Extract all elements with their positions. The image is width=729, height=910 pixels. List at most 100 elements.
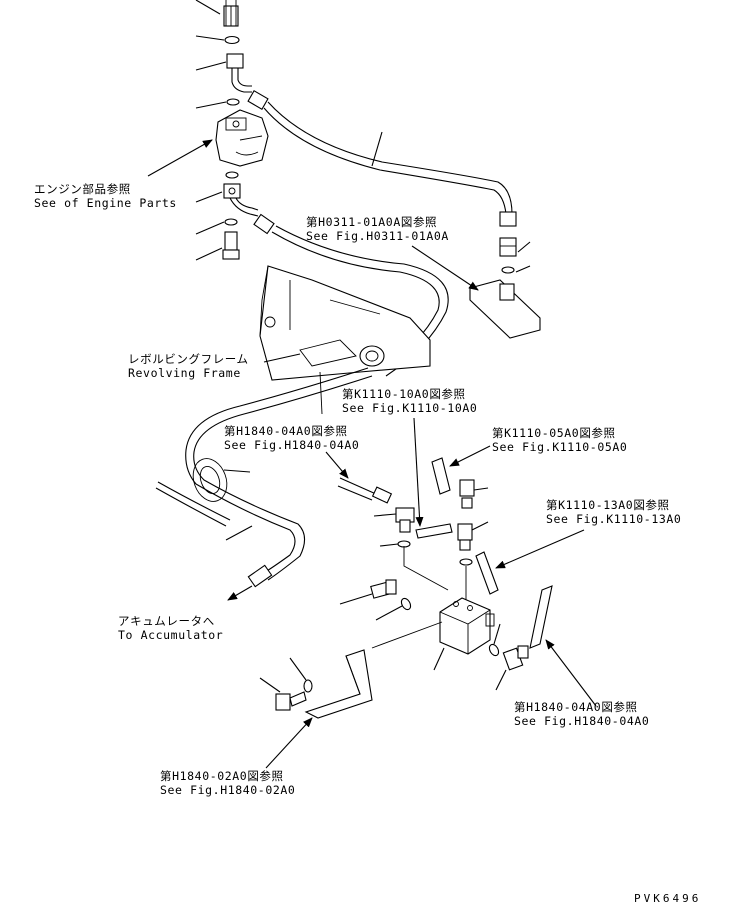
callout-h1840-04-upper: 第H1840-04A0図参照 See Fig.H1840-04A0 bbox=[224, 424, 359, 452]
long-hose-right bbox=[529, 585, 553, 649]
leader-tee-fitting bbox=[473, 487, 489, 491]
valve-block bbox=[439, 597, 495, 655]
accumulator-ja: アキュムレータへ bbox=[118, 614, 215, 628]
mounting-bolt bbox=[275, 691, 307, 711]
leader-washer-lower bbox=[289, 657, 307, 681]
leader-o-ring-side bbox=[375, 605, 403, 621]
leader-top-bolt bbox=[195, 0, 221, 15]
leader-o-ring-right bbox=[515, 265, 531, 273]
accumulator-hose bbox=[155, 367, 373, 588]
elbow-fitting-lower bbox=[223, 183, 259, 217]
bracket-link bbox=[371, 621, 443, 649]
k1110-05-ja: 第K1110-05A0図参照 bbox=[492, 426, 616, 440]
o-ring-1 bbox=[226, 98, 240, 106]
k1110-10-en: See Fig.K1110-10A0 bbox=[342, 401, 478, 415]
callout-revolving-frame: レボルビングフレーム Revolving Frame bbox=[128, 352, 249, 380]
engine-parts-en: See of Engine Parts bbox=[34, 196, 177, 210]
leader-accumulator bbox=[227, 585, 253, 601]
leader-k1110-10b bbox=[413, 417, 424, 527]
o-ring-right bbox=[501, 266, 515, 274]
leader-k1110-13 bbox=[495, 529, 585, 569]
leader-engine-parts bbox=[147, 139, 213, 177]
revolving-frame bbox=[259, 265, 431, 381]
tee-fitting bbox=[459, 479, 475, 509]
hose-segment-middle bbox=[337, 477, 393, 504]
h1840-04-upper-en: See Fig.H1840-04A0 bbox=[224, 438, 360, 452]
leader-h0311 bbox=[411, 245, 479, 291]
k1110-10-ja: 第K1110-10A0図参照 bbox=[342, 387, 466, 401]
o-ring-side bbox=[400, 597, 412, 611]
leader-valve-block bbox=[433, 647, 445, 671]
leader-elbow-connector bbox=[373, 513, 397, 517]
accumulator-en: To Accumulator bbox=[118, 628, 224, 642]
hose-fitting-small bbox=[475, 551, 499, 595]
leader-hose-mid bbox=[225, 525, 253, 541]
elbow-connector bbox=[395, 507, 415, 533]
h1840-04-upper-ja: 第H1840-04A0図参照 bbox=[224, 424, 348, 438]
mounting-bracket bbox=[304, 649, 373, 719]
leader-h1840-04-lower bbox=[545, 639, 597, 707]
short-tube bbox=[431, 457, 451, 495]
revolving-frame-en: Revolving Frame bbox=[128, 366, 241, 380]
callout-k1110-05: 第K1110-05A0図参照 See Fig.K1110-05A0 bbox=[492, 426, 627, 454]
h1840-02-ja: 第H1840-02A0図参照 bbox=[160, 769, 284, 783]
leader-o-ring-1 bbox=[195, 101, 227, 109]
callout-k1110-10: 第K1110-10A0図参照 See Fig.K1110-10A0 bbox=[342, 387, 477, 415]
leader-side-elbow bbox=[339, 593, 373, 605]
top-bolt bbox=[223, 0, 239, 27]
callout-engine-parts: エンジン部品参照 See of Engine Parts bbox=[34, 182, 177, 210]
callout-h0311: 第H0311-01A0A図参照 See Fig.H0311-01A0A bbox=[306, 215, 449, 243]
leader-washer-1 bbox=[195, 35, 225, 41]
h0311-ja: 第H0311-01A0A図参照 bbox=[306, 215, 438, 229]
engine-pump bbox=[215, 109, 269, 167]
leader-h1840-04-upper bbox=[325, 451, 349, 479]
h1840-02-en: See Fig.H1840-02A0 bbox=[160, 783, 296, 797]
side-elbow bbox=[370, 579, 397, 599]
k1110-13-ja: 第K1110-13A0図参照 bbox=[546, 498, 670, 512]
callout-k1110-13: 第K1110-13A0図参照 See Fig.K1110-13A0 bbox=[546, 498, 681, 526]
revolving-frame-ja: レボルビングフレーム bbox=[128, 352, 249, 366]
leader-lower-bolt bbox=[195, 247, 223, 261]
o-ring-side-right bbox=[488, 643, 500, 657]
leader-o-ring-mid bbox=[379, 543, 399, 547]
leader-revolving-frame bbox=[263, 353, 301, 363]
leader-upper-hose bbox=[371, 131, 383, 167]
bracket-right bbox=[469, 279, 541, 339]
pipe-to-valve bbox=[403, 546, 449, 591]
washer-lower bbox=[303, 679, 313, 693]
elbow-fitting-upper bbox=[226, 53, 252, 93]
o-ring-2 bbox=[225, 171, 239, 179]
o-ring-3 bbox=[224, 218, 238, 226]
upper-hose bbox=[247, 90, 517, 227]
callout-accumulator: アキュムレータへ To Accumulator bbox=[118, 614, 223, 642]
leader-right-adapter bbox=[517, 241, 531, 253]
right-adapter bbox=[499, 237, 517, 257]
leader-h1840-02 bbox=[265, 717, 313, 769]
callout-h1840-02: 第H1840-02A0図参照 See Fig.H1840-02A0 bbox=[160, 769, 295, 797]
h0311-en: See Fig.H0311-01A0A bbox=[306, 229, 449, 243]
h1840-04-lower-en: See Fig.H1840-04A0 bbox=[514, 714, 650, 728]
drawing-code: PVK6496 bbox=[634, 892, 702, 905]
h1840-04-lower-ja: 第H1840-04A0図参照 bbox=[514, 700, 638, 714]
leader-elbow-upper bbox=[195, 61, 227, 71]
leader-lower-fitting bbox=[495, 669, 507, 691]
leader-k1110-10a bbox=[319, 371, 323, 415]
leader-elbow-lower bbox=[195, 191, 223, 203]
leader-k1110-05 bbox=[449, 445, 491, 467]
leader-o-ring-3 bbox=[195, 221, 225, 235]
straight-adapter bbox=[415, 523, 453, 539]
engine-parts-ja: エンジン部品参照 bbox=[34, 182, 131, 196]
lower-bolt bbox=[222, 231, 240, 260]
leader-hose-clamp bbox=[223, 469, 251, 473]
k1110-13-en: See Fig.K1110-13A0 bbox=[546, 512, 682, 526]
washer-1 bbox=[224, 35, 240, 45]
leader-mounting-bolt bbox=[259, 677, 281, 693]
swivel-fitting bbox=[457, 523, 473, 551]
o-ring-valve-top bbox=[459, 558, 473, 566]
leader-swivel-fitting bbox=[471, 521, 489, 531]
leader-o-ring-side-right bbox=[493, 623, 501, 645]
k1110-05-en: See Fig.K1110-05A0 bbox=[492, 440, 628, 454]
lower-fitting bbox=[502, 645, 529, 671]
